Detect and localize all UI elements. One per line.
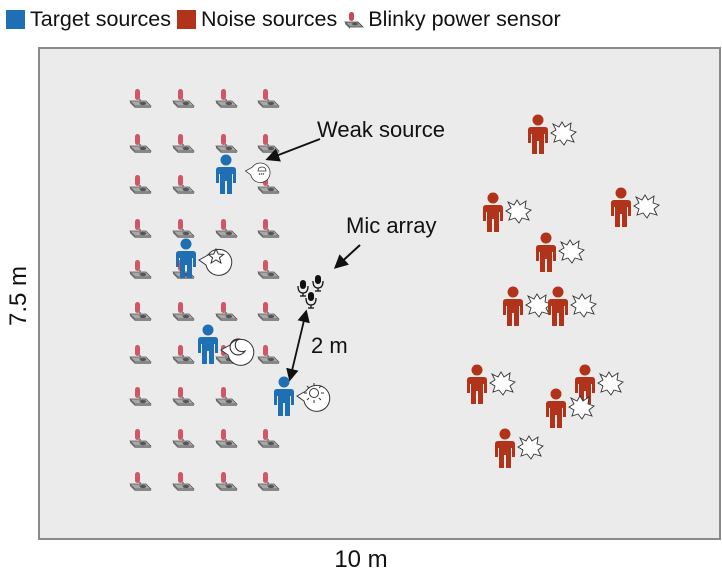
rain-icon [257, 166, 267, 176]
legend-sensor: Blinky power sensor [343, 6, 561, 32]
sun-icon [304, 383, 324, 403]
legend-sensor-label: Blinky power sensor [368, 6, 561, 31]
weak-source-label: Weak source [317, 117, 445, 142]
legend-noise: Noise sources [177, 7, 337, 32]
mic-array-label: Mic array [346, 213, 436, 238]
room-floor: Weak source Mic array 2 m [38, 47, 721, 540]
target-source-moon [198, 324, 255, 366]
target-source-star [176, 238, 233, 278]
distance-arrow [286, 309, 310, 382]
room-width-label: 10 m [334, 546, 388, 573]
target-sources [176, 154, 331, 416]
legend-target-label: Target sources [30, 6, 172, 31]
legend-noise-label: Noise sources [201, 6, 338, 31]
moon-icon [229, 338, 247, 356]
distance-label: 2 m [311, 333, 348, 358]
star-icon [207, 247, 225, 265]
target-source-weak [216, 154, 271, 194]
mic-array-arrow [333, 244, 361, 269]
weak-source-arrow [265, 138, 321, 162]
room-boundary [38, 47, 721, 540]
target-source-sun [274, 376, 331, 416]
room-height-label: 7.5 m [5, 265, 32, 327]
target-swatch [6, 9, 25, 29]
noise-swatch [177, 9, 197, 29]
legend-target: Target sources [6, 7, 171, 32]
sensor-legend-icon [344, 12, 365, 29]
legend: Target sources Noise sources Blinky powe… [6, 4, 567, 34]
